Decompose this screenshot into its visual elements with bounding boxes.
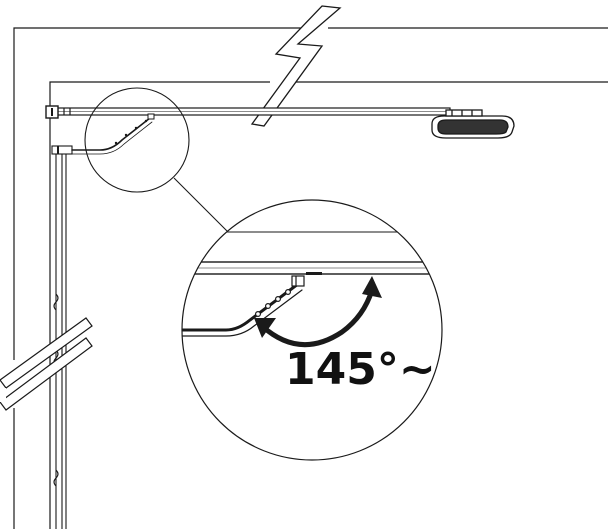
arrowhead-left-icon <box>254 318 276 338</box>
angle-indicator <box>254 276 382 347</box>
door-break-symbol <box>0 317 93 411</box>
ceiling-wall-outline <box>13 27 608 529</box>
detail-circle-large <box>181 199 443 461</box>
magnified-detail <box>182 200 442 460</box>
detail-leader-line <box>173 177 233 237</box>
angle-label: 145°~ <box>285 344 436 395</box>
opener-rail <box>45 105 451 119</box>
door-arm-small <box>71 113 155 155</box>
motor-unit <box>431 109 515 139</box>
arrowhead-right-icon <box>362 276 382 298</box>
detail-circle-small <box>84 87 190 193</box>
ceiling-break-symbol <box>250 5 342 127</box>
